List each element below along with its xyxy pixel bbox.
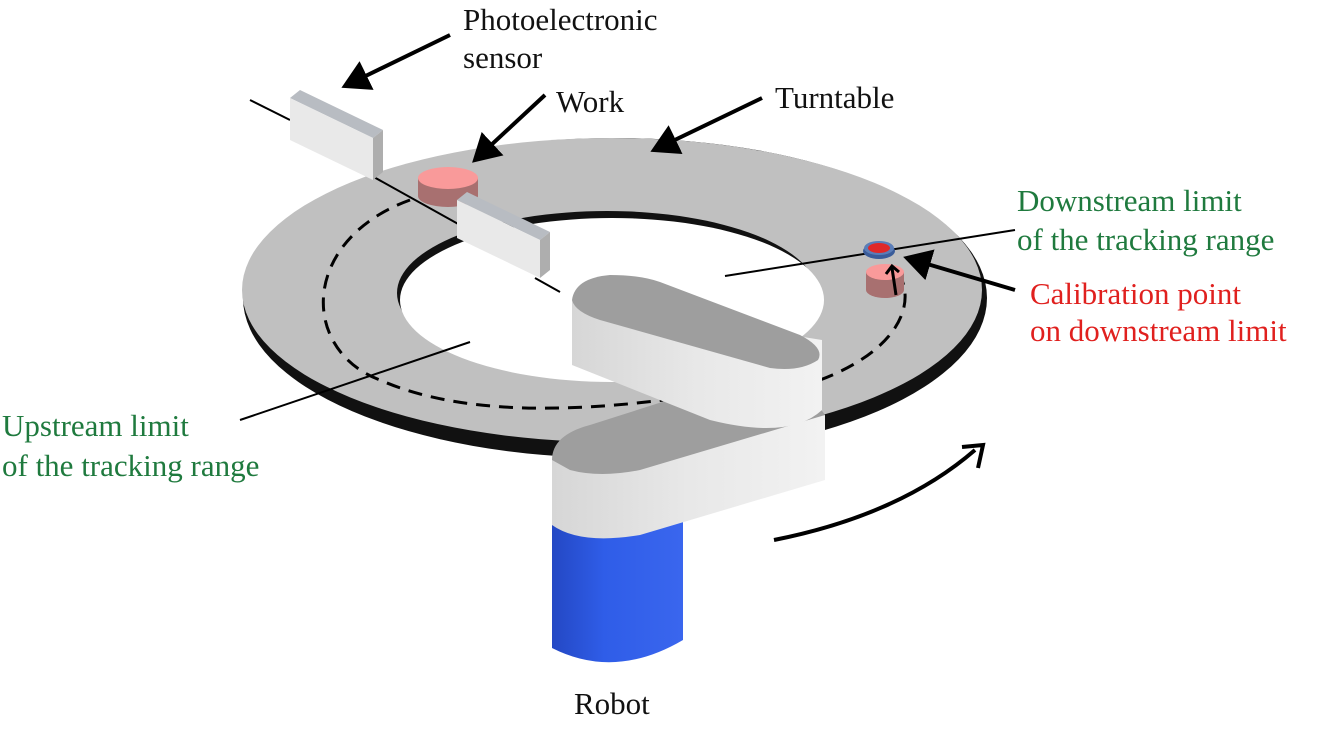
calibration-label-line2: on downstream limit [1030,313,1287,348]
turntable-leader-arrow [650,96,763,155]
work-path-dashed-left [321,198,701,410]
calibration-point [863,241,895,259]
sensor-leader-arrow [341,33,451,90]
downstream-label-line2: of the tracking range [1017,222,1275,257]
upstream-label-line1: Upstream limit [2,408,189,443]
downstream-label-line1: Downstream limit [1017,183,1242,218]
upstream-label-line2: of the tracking range [2,448,260,483]
robot-base [552,515,683,663]
photoelectronic-sensor-emitter [290,90,383,180]
rotation-arrowhead [961,442,986,469]
work-path-arrowhead [884,263,900,275]
sensor-label-line2: sensor [463,40,543,75]
work-piece-downstream [866,264,904,298]
sensor-beam-left [249,99,291,121]
rotation-arrow [773,448,977,542]
robot-upper-arm [572,275,822,428]
calibration-label-line1: Calibration point [1030,276,1241,311]
calibration-leader-arrow [903,249,1016,292]
upstream-limit-line [239,341,471,421]
photoelectronic-sensor-receiver [457,192,550,278]
work-path-arrow [890,267,898,296]
turntable-label: Turntable [775,80,895,115]
work-label: Work [556,84,625,119]
sensor-beam-right [534,277,561,293]
robot-label: Robot [574,686,650,721]
sensor-label-line1: Photoelectronic [463,2,658,37]
work-leader-arrow [472,93,547,163]
sensor-beam-middle [371,175,461,226]
